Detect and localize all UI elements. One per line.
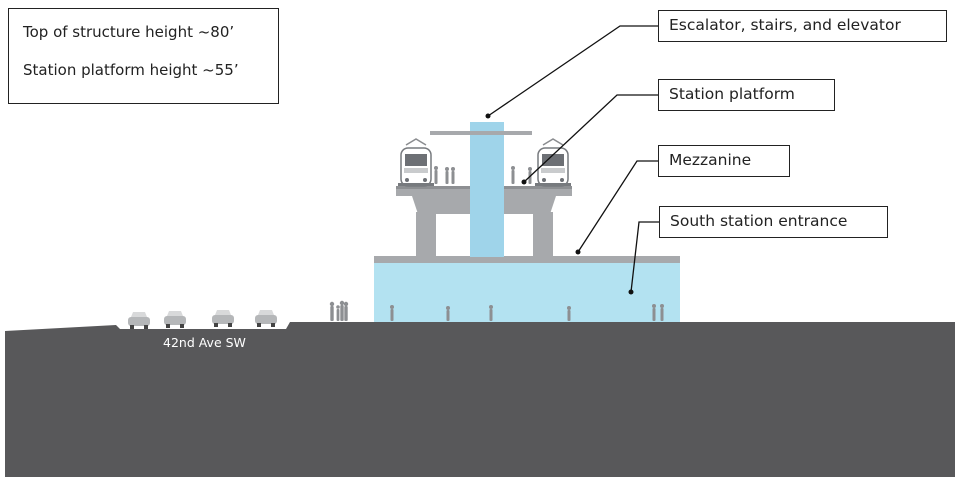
street-label: 42nd Ave SW: [163, 335, 246, 350]
column-left: [416, 212, 436, 257]
callout-mezzanine: Mezzanine: [658, 145, 790, 177]
south-station-entrance: [374, 262, 680, 322]
callout-entrance-label: South station entrance: [670, 212, 848, 230]
leader-dots: [485, 113, 634, 295]
train-right: [535, 138, 571, 187]
callout-escalator: Escalator, stairs, and elevator: [658, 10, 947, 42]
callout-mezzanine-label: Mezzanine: [669, 151, 752, 169]
leader-lines: [487, 25, 659, 293]
cars: [128, 310, 277, 329]
car: [212, 310, 234, 327]
leader-escalator: [487, 25, 658, 117]
train-left: [398, 138, 434, 187]
platform-height-text: Station platform height ~55’: [23, 61, 239, 79]
platform-canopy: [430, 131, 532, 135]
leader-mezzanine: [577, 160, 658, 253]
car: [164, 311, 186, 328]
callout-platform-label: Station platform: [669, 85, 795, 103]
callout-escalator-label: Escalator, stairs, and elevator: [669, 16, 901, 34]
height-info-box: Top of structure height ~80’ Station pla…: [8, 8, 279, 104]
sidewalk-people: [329, 300, 349, 321]
car: [128, 312, 150, 329]
structure-height-text: Top of structure height ~80’: [23, 23, 235, 41]
leader-platform: [523, 94, 658, 183]
entrance-people: [390, 304, 664, 321]
platform-people: [434, 166, 532, 184]
callout-platform: Station platform: [658, 79, 835, 111]
escalator-core: [470, 122, 504, 257]
column-right: [533, 212, 553, 257]
mezzanine-slab: [374, 256, 680, 263]
ground: [5, 322, 955, 477]
callout-entrance: South station entrance: [659, 206, 888, 238]
car: [255, 310, 277, 327]
leader-entrance: [630, 221, 659, 293]
